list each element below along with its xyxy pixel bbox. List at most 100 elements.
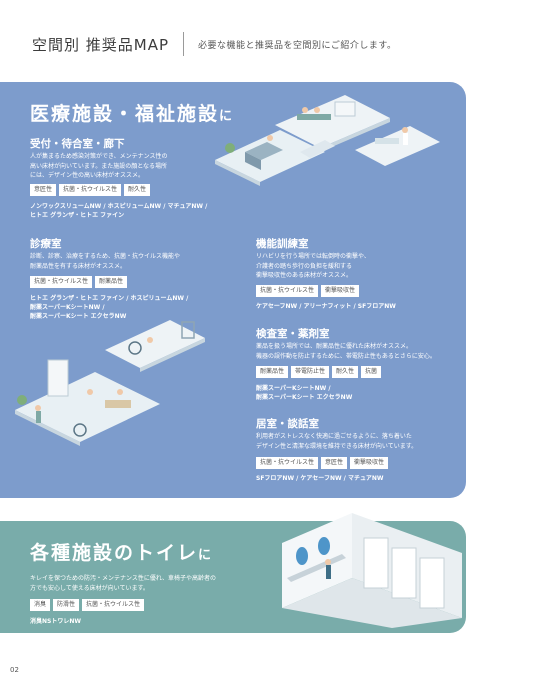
exam-floor [15, 372, 160, 442]
restroom-floor [282, 578, 462, 628]
medical-title: 医療施設・福祉施設に [30, 99, 233, 126]
toilet-stall [419, 557, 445, 609]
person-head [35, 405, 41, 411]
person-head [314, 107, 320, 113]
bench [297, 114, 331, 120]
exam-bed [375, 138, 399, 144]
toilet-stall [363, 537, 389, 589]
exam-floor-edge [15, 410, 80, 446]
header-divider [183, 32, 185, 56]
product-line: SFフロアNW / ケアセーフNW / マチュアNW [256, 475, 384, 482]
mirror-icon [318, 537, 330, 555]
tag-list-lounge: 抗菌・抗ウイルス性 意匠性 衝撃吸収性 [256, 457, 389, 469]
feature-tag: 耐久性 [124, 184, 151, 196]
section-title-lounge: 居室・談話室 [256, 418, 319, 430]
desc-line: 薬品を扱う場所では、耐薬品性に優れた床材がオススメ。 [256, 343, 413, 350]
page-header: 空間別 推奨品MAP 必要な機能と推奨品を空間別にご紹介します。 [32, 32, 397, 56]
desc-line: 方でも安心して使える床材が向いています。 [30, 584, 149, 592]
feature-tag: 耐薬品性 [95, 276, 128, 288]
feature-tag: 耐薬品性 [256, 366, 289, 378]
wheelchair-icon [73, 423, 87, 437]
doctor-body [403, 133, 408, 145]
desc-line: には、デザイン性の高い床材がオススメ。 [30, 172, 145, 179]
tag-list-exam-room: 抗菌・抗ウイルス性 耐薬品性 [30, 276, 128, 288]
section-title-rehab-room: 機能訓練室 [256, 238, 309, 250]
feature-tag: 意匠性 [30, 184, 57, 196]
feature-tag: 抗菌 [361, 366, 382, 378]
person-body [36, 411, 41, 423]
toilet-desc: キレイを保つための防汚・メンテナンス性に優れ、車椅子や高齢者の 方でも安心して使… [30, 574, 216, 593]
toilet-title: 各種施設のトイレに [30, 538, 212, 565]
product-line: 耐薬スーパーKシートNW / [30, 304, 105, 311]
bookshelf [47, 359, 69, 397]
feature-tag: 衝撃吸収性 [321, 285, 360, 297]
rehab-floor-edge [140, 338, 205, 372]
tag-list-reception: 意匠性 抗菌・抗ウイルス性 耐久性 [30, 184, 151, 196]
section-desc-lounge: 利用者がストレスなく快適に過ごせるように、落ち着いた デザイン性と清潔な環境を維… [256, 432, 417, 451]
feature-tag: 抗菌・抗ウイルス性 [256, 285, 319, 297]
section-desc-rehab-room: リハビリを行う場所では転倒時の衝撃や、 介護者の踏ち歩行の負担を緩和する 衝撃吸… [256, 252, 370, 281]
page-subtitle: 必要な機能と推奨品を空間別にご紹介します。 [198, 40, 397, 51]
reception-waiting-illustration [215, 95, 440, 186]
toilet-stall [391, 547, 417, 599]
section-title-lab-room: 検査室・薬剤室 [256, 328, 330, 340]
wheelchair-icon [128, 341, 142, 355]
waiting-floor-edge [215, 160, 260, 186]
product-line: 耐薬スーパーKシートNW / [256, 385, 331, 392]
product-line: 耐薬スーパーKシート エクセラNW [256, 394, 353, 401]
feature-tag: 防滑性 [53, 599, 80, 611]
products-exam-room: ヒトエ グランザ・ヒトエ ファイン / ホスピリュームNW / 耐薬スーパーKシ… [30, 294, 188, 321]
products-reception: ノンワックスリュームNW / ホスピリュームNW / マチュアNW / ヒトエ … [30, 202, 207, 220]
medical-title-suffix: に [219, 109, 234, 124]
feature-tag: 消臭 [30, 599, 51, 611]
reception-counter [245, 142, 283, 160]
feature-tag: 意匠性 [321, 457, 348, 469]
desc-line: 利用者がストレスなく快適に過ごせるように、落ち着いた [256, 433, 412, 440]
tag-list-lab-room: 耐薬品性 帯電防止性 耐久性 抗菌 [256, 366, 382, 378]
plant-icon [17, 395, 27, 405]
medical-title-text: 医療施設・福祉施設 [30, 103, 220, 125]
feature-tag: 抗菌・抗ウイルス性 [59, 184, 122, 196]
person-head [117, 389, 123, 395]
tag-list-rehab-room: 抗菌・抗ウイルス性 衝撃吸収性 [256, 285, 360, 297]
desc-line: キレイを保つための防汚・メンテナンス性に優れ、車椅子や高齢者の [30, 575, 216, 582]
stairs [300, 140, 335, 158]
person-head [267, 135, 273, 141]
feature-tag: 衝撃吸収性 [350, 457, 389, 469]
desc-line: リハビリを行う場所では転倒時の衝撃や、 [256, 253, 370, 260]
desc-line: 衝撃吸収性のある床材がオススメ。 [256, 272, 353, 279]
section-title-exam-room: 診療室 [30, 238, 62, 250]
desc-line: 耐薬品性を有する床材がオススメ。 [30, 262, 127, 270]
reception-counter-side [245, 152, 261, 170]
products-toilet: 消臭NSトワレNW [30, 617, 81, 626]
person-body [326, 565, 331, 579]
person-head [325, 559, 331, 565]
section-desc-lab-room: 薬品を扱う場所では、耐薬品性に優れた床材がオススメ。 機器の誤作動を防止するため… [256, 342, 436, 361]
exam-floor [355, 126, 440, 166]
products-lab-room: 耐薬スーパーKシートNW / 耐薬スーパーKシート エクセラNW [256, 384, 352, 402]
desc-line: 機器の誤作動を防止するために、帯電防止性もあるとさらに安心。 [256, 352, 436, 360]
desc-line: 人が集まるため感染対策ができ、メンテナンス性の [30, 153, 168, 160]
walker-icon [181, 321, 195, 339]
mirror-icon [296, 547, 308, 565]
toilet-title-suffix: に [198, 548, 213, 563]
products-lounge: SFフロアNW / ケアセーフNW / マチュアNW [256, 474, 383, 483]
upper-floor [275, 95, 390, 148]
page-number: 02 [10, 666, 19, 674]
person-head [87, 389, 93, 395]
products-rehab-room: ケアセーフNW / アリーナフィット / SFフロアNW [256, 302, 396, 311]
feature-tag: 抗菌・抗ウイルス性 [30, 276, 93, 288]
person-head [147, 337, 153, 343]
product-line: 耐薬スーパーKシート エクセラNW [30, 313, 127, 320]
tag-list-toilet: 消臭 防滑性 抗菌・抗ウイルス性 [30, 599, 145, 611]
cabinet [334, 101, 356, 117]
person-head [302, 107, 308, 113]
section-title-reception: 受付・待合室・廊下 [30, 138, 125, 150]
restroom-illustration [282, 513, 462, 628]
product-line: ヒトエ グランザ・ヒトエ ファイン / ホスピリュームNW / [30, 295, 189, 302]
waiting-floor [215, 130, 325, 182]
section-desc-exam-room: 診断、診察、治療をするため、抗菌・抗ウイルス機能や 耐薬品性を有する床材がオスス… [30, 252, 180, 271]
plant-icon [225, 143, 235, 153]
upper-floor-edge [320, 118, 390, 152]
product-line: 消臭NSトワレNW [30, 618, 81, 625]
